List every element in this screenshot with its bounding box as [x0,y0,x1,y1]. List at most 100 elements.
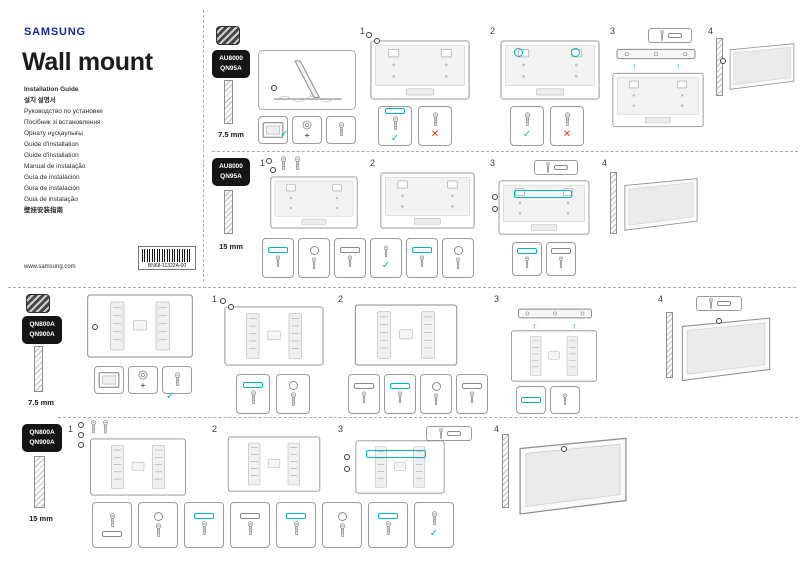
screw-icon [247,521,254,537]
mounted-tv-diagram [724,34,800,100]
screw-icon [90,420,97,435]
callout-marker-icon [720,58,726,64]
cross-icon: ✕ [430,129,440,140]
screw-icon [524,256,530,270]
step-number: 4 [602,158,608,168]
detail-box [230,502,270,548]
wall-section-icon [34,456,45,508]
bracket-icon [412,247,432,253]
spacer-icon [153,511,163,521]
detail-box [276,502,316,548]
callout-marker-icon [266,158,272,164]
bracket-icon [551,248,571,254]
screw-icon [659,30,665,42]
step-number: 4 [708,26,714,36]
step-number: 3 [610,26,616,36]
detail-box: ✓ [414,502,454,548]
step-number: 1 [260,158,266,168]
screw-icon [338,122,345,138]
wall-section-icon [224,80,233,124]
screw-icon [290,392,297,408]
bracket-icon [243,382,263,388]
screw-icon [280,156,287,172]
divider [212,151,798,152]
callout-marker-icon [374,38,380,44]
detail-box: ✕ [418,106,452,146]
screw-icon [385,521,392,537]
wall-section-icon [224,190,233,234]
barcode: BN68-11322A-00 [138,246,196,270]
spacer-icon [453,245,463,255]
screw-icon [250,390,257,406]
detail-box [138,502,178,548]
mounted-tv-diagram [618,168,704,242]
screw-icon [397,391,403,405]
screw-icon [431,511,438,527]
tv-rear-diagram [612,72,704,128]
wall-section-icon [610,172,617,234]
plus-icon: + [140,381,146,390]
model-badge: AU8000 QN95A [212,50,250,79]
language-item: Manual de instalação [24,163,86,170]
model-label: QN900A [29,331,55,339]
detail-box [348,374,380,414]
detail-box [322,502,362,548]
language-item: 설치 설명서 [24,97,56,104]
screw-icon [469,391,475,405]
model-label: QN95A [220,173,242,181]
model-badge: AU8000 QN95A [212,158,250,187]
divider [58,417,798,418]
detail-box [420,374,452,414]
detail-box [550,386,580,414]
tv-rear-diagram [498,180,590,235]
tv-rear-panel-diagram [510,330,598,382]
brand-wordmark: SAMSUNG [24,26,86,38]
tv-rear-diagram [380,172,475,229]
detail-box: ✕ [550,106,584,146]
check-icon: ✓ [390,133,400,144]
screw-depth-label: 7.5 mm [28,398,54,407]
bracket-icon [194,513,214,519]
model-badge: QN800A QN900A [22,316,62,345]
step-number: 3 [338,424,344,434]
language-list: Installation Guide 설치 설명서 Руководство по… [24,84,103,216]
detail-box: ✓ [510,106,544,146]
language-item: 壁挂安装指南 [24,207,63,214]
section-qn800a-qn900a-15mm: QN800A QN900A 15 mm 1 2 3 4 [16,420,800,568]
screw-spec-callout [648,28,692,43]
plus-icon: + [304,131,310,140]
tv-rear-panel-diagram [84,294,196,358]
callout-marker-icon [492,194,498,200]
bracket-icon [340,247,360,253]
screw-parts-box [326,116,356,144]
divider [203,10,204,282]
page-title: Wall mount [22,48,153,76]
arrow-up-icon: ↑ [632,61,637,71]
detail-box [92,502,132,548]
detail-box [456,374,488,414]
spacer-icon [302,120,312,130]
screw-icon [383,245,389,259]
bracket-icon [521,397,541,403]
section-au8000-qn95a-7-5mm: AU8000 QN95A 7.5 mm + ✓ 1 ✓ [208,24,800,150]
detail-box [262,238,294,278]
wall-bracket-diagram [616,46,696,62]
callout-marker-icon [228,304,234,310]
check-icon: ✓ [522,129,532,140]
screw-icon [294,156,301,172]
screw-icon [438,428,444,440]
detail-box [184,502,224,548]
language-item: Guía de instalación [24,185,80,192]
step-number: 2 [338,294,344,304]
detail-box [546,242,576,276]
screw-icon [361,391,367,405]
model-badge: QN800A QN900A [22,424,62,453]
callout-marker-icon [270,167,276,173]
model-label: QN800A [29,429,55,436]
detail-box [406,238,438,278]
detail-box [368,502,408,548]
callout-marker-icon [716,318,722,324]
bracket-icon [240,513,260,519]
spacer-icon [309,245,319,255]
wall-check-box [258,116,288,144]
